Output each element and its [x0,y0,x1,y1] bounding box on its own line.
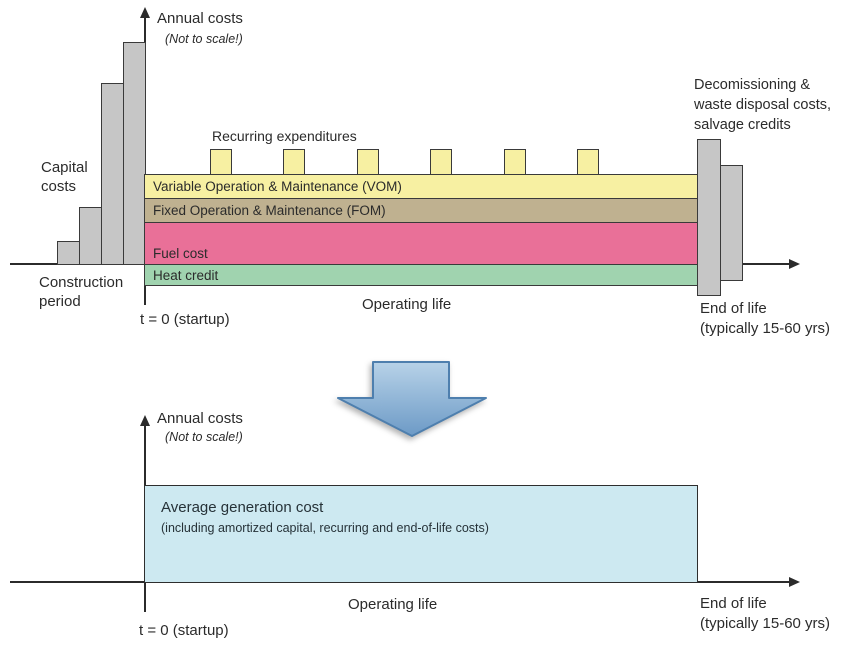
bottom-y-axis-note: (Not to scale!) [165,430,243,444]
bottom-end-of-life-label: End of life (typically 15-60 yrs) [700,595,831,632]
heat-credit-band-label: Heat credit [153,267,219,283]
average-generation-cost-box [144,485,698,583]
fom-band: Fixed Operation & Maintenance (FOM) [144,198,698,223]
recurring-bar-5 [504,149,526,176]
fuel-cost-band: Fuel cost [144,222,698,265]
decommissioning-bar-2 [720,165,743,281]
top-t0-label: t = 0 (startup) [140,311,230,328]
top-operating-life-label: Operating life [362,296,452,313]
capital-cost-bar-1 [57,241,80,265]
recurring-bar-4 [430,149,452,176]
construction-period-label: Construction period [39,274,124,310]
bottom-t0-label: t = 0 (startup) [139,622,229,639]
bottom-y-axis-label: Annual costs [157,410,243,427]
average-generation-cost-title: Average generation cost [161,499,324,516]
decommissioning-bar-1 [697,139,721,296]
capital-cost-bar-3 [101,83,124,265]
recurring-bar-2 [283,149,305,176]
bottom-operating-life-label: Operating life [348,596,438,613]
bottom-y-axis-arrowhead-icon [140,415,150,426]
vom-band-label: Variable Operation & Maintenance (VOM) [153,179,402,194]
vom-band: Variable Operation & Maintenance (VOM) [144,174,698,199]
fuel-cost-band-label: Fuel cost [153,246,208,261]
recurring-bar-1 [210,149,232,176]
recurring-bar-6 [577,149,599,176]
capital-cost-bar-2 [79,207,102,265]
top-y-axis-note: (Not to scale!) [165,32,243,46]
top-y-axis-arrowhead-icon [140,7,150,18]
top-y-axis-label: Annual costs [157,10,243,27]
bottom-x-axis-arrowhead-icon [789,577,800,587]
fom-band-label: Fixed Operation & Maintenance (FOM) [153,203,386,218]
top-x-axis-arrowhead-icon [789,259,800,269]
decommissioning-label: Decomissioning & waste disposal costs, s… [694,77,832,133]
capital-cost-bar-4 [123,42,146,265]
top-end-of-life-label: End of life (typically 15-60 yrs) [700,300,831,337]
heat-credit-band: Heat credit [144,264,698,286]
recurring-expenditures-label: Recurring expenditures [212,128,357,144]
capital-costs-label: Capital costs [41,159,88,195]
recurring-bar-3 [357,149,379,176]
transform-down-arrow-icon [337,361,487,437]
average-generation-cost-note: (including amortized capital, recurring … [161,521,489,535]
